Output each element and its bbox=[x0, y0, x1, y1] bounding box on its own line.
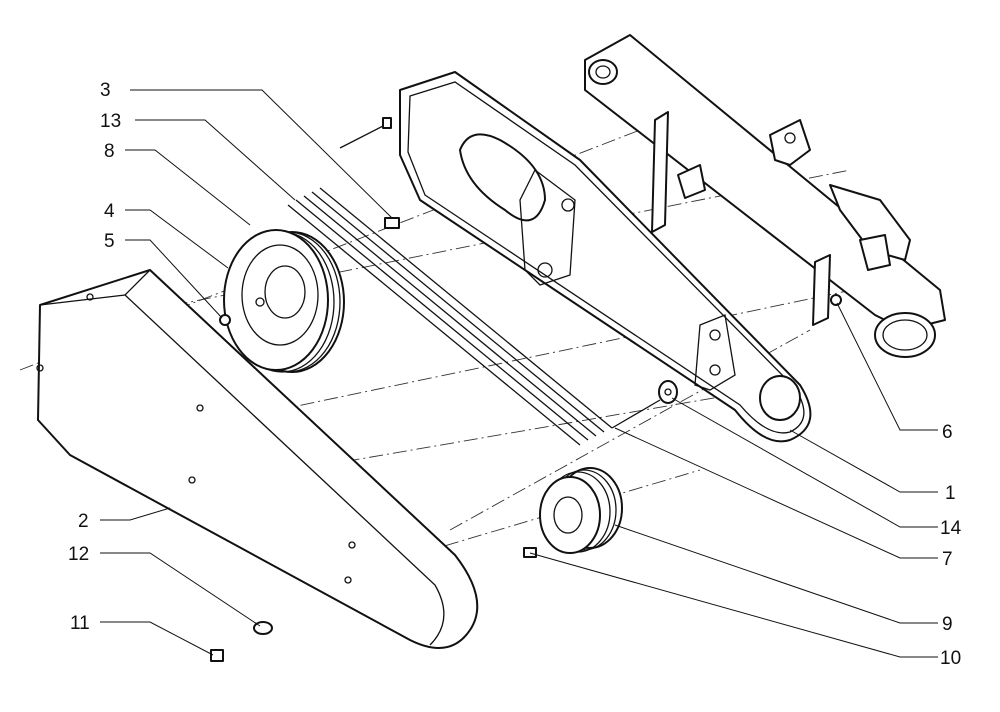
frame-tube bbox=[584, 34, 946, 358]
hardware bbox=[210, 117, 842, 662]
callout-13: 13 bbox=[100, 111, 121, 132]
callout-1: 1 bbox=[945, 483, 956, 504]
callout-7: 7 bbox=[942, 549, 953, 570]
belt-cover bbox=[36, 269, 479, 649]
callout-3: 3 bbox=[100, 80, 111, 101]
back-plate bbox=[399, 71, 812, 443]
small-pulley bbox=[539, 467, 623, 554]
callout-4: 4 bbox=[104, 201, 115, 222]
callout-9: 9 bbox=[942, 614, 953, 635]
callout-6: 6 bbox=[942, 422, 953, 443]
callout-8: 8 bbox=[104, 141, 115, 162]
large-pulley bbox=[223, 229, 345, 373]
callouts: 3 13 8 4 5 2 12 11 6 1 14 7 9 10 bbox=[68, 80, 962, 669]
leader-lines bbox=[100, 89, 938, 658]
callout-10: 10 bbox=[940, 648, 961, 669]
callout-12: 12 bbox=[68, 544, 89, 565]
callout-5: 5 bbox=[104, 231, 115, 252]
v-belts bbox=[287, 187, 613, 446]
callout-11: 11 bbox=[70, 613, 90, 634]
callout-2: 2 bbox=[78, 511, 89, 532]
callout-14: 14 bbox=[940, 518, 962, 539]
